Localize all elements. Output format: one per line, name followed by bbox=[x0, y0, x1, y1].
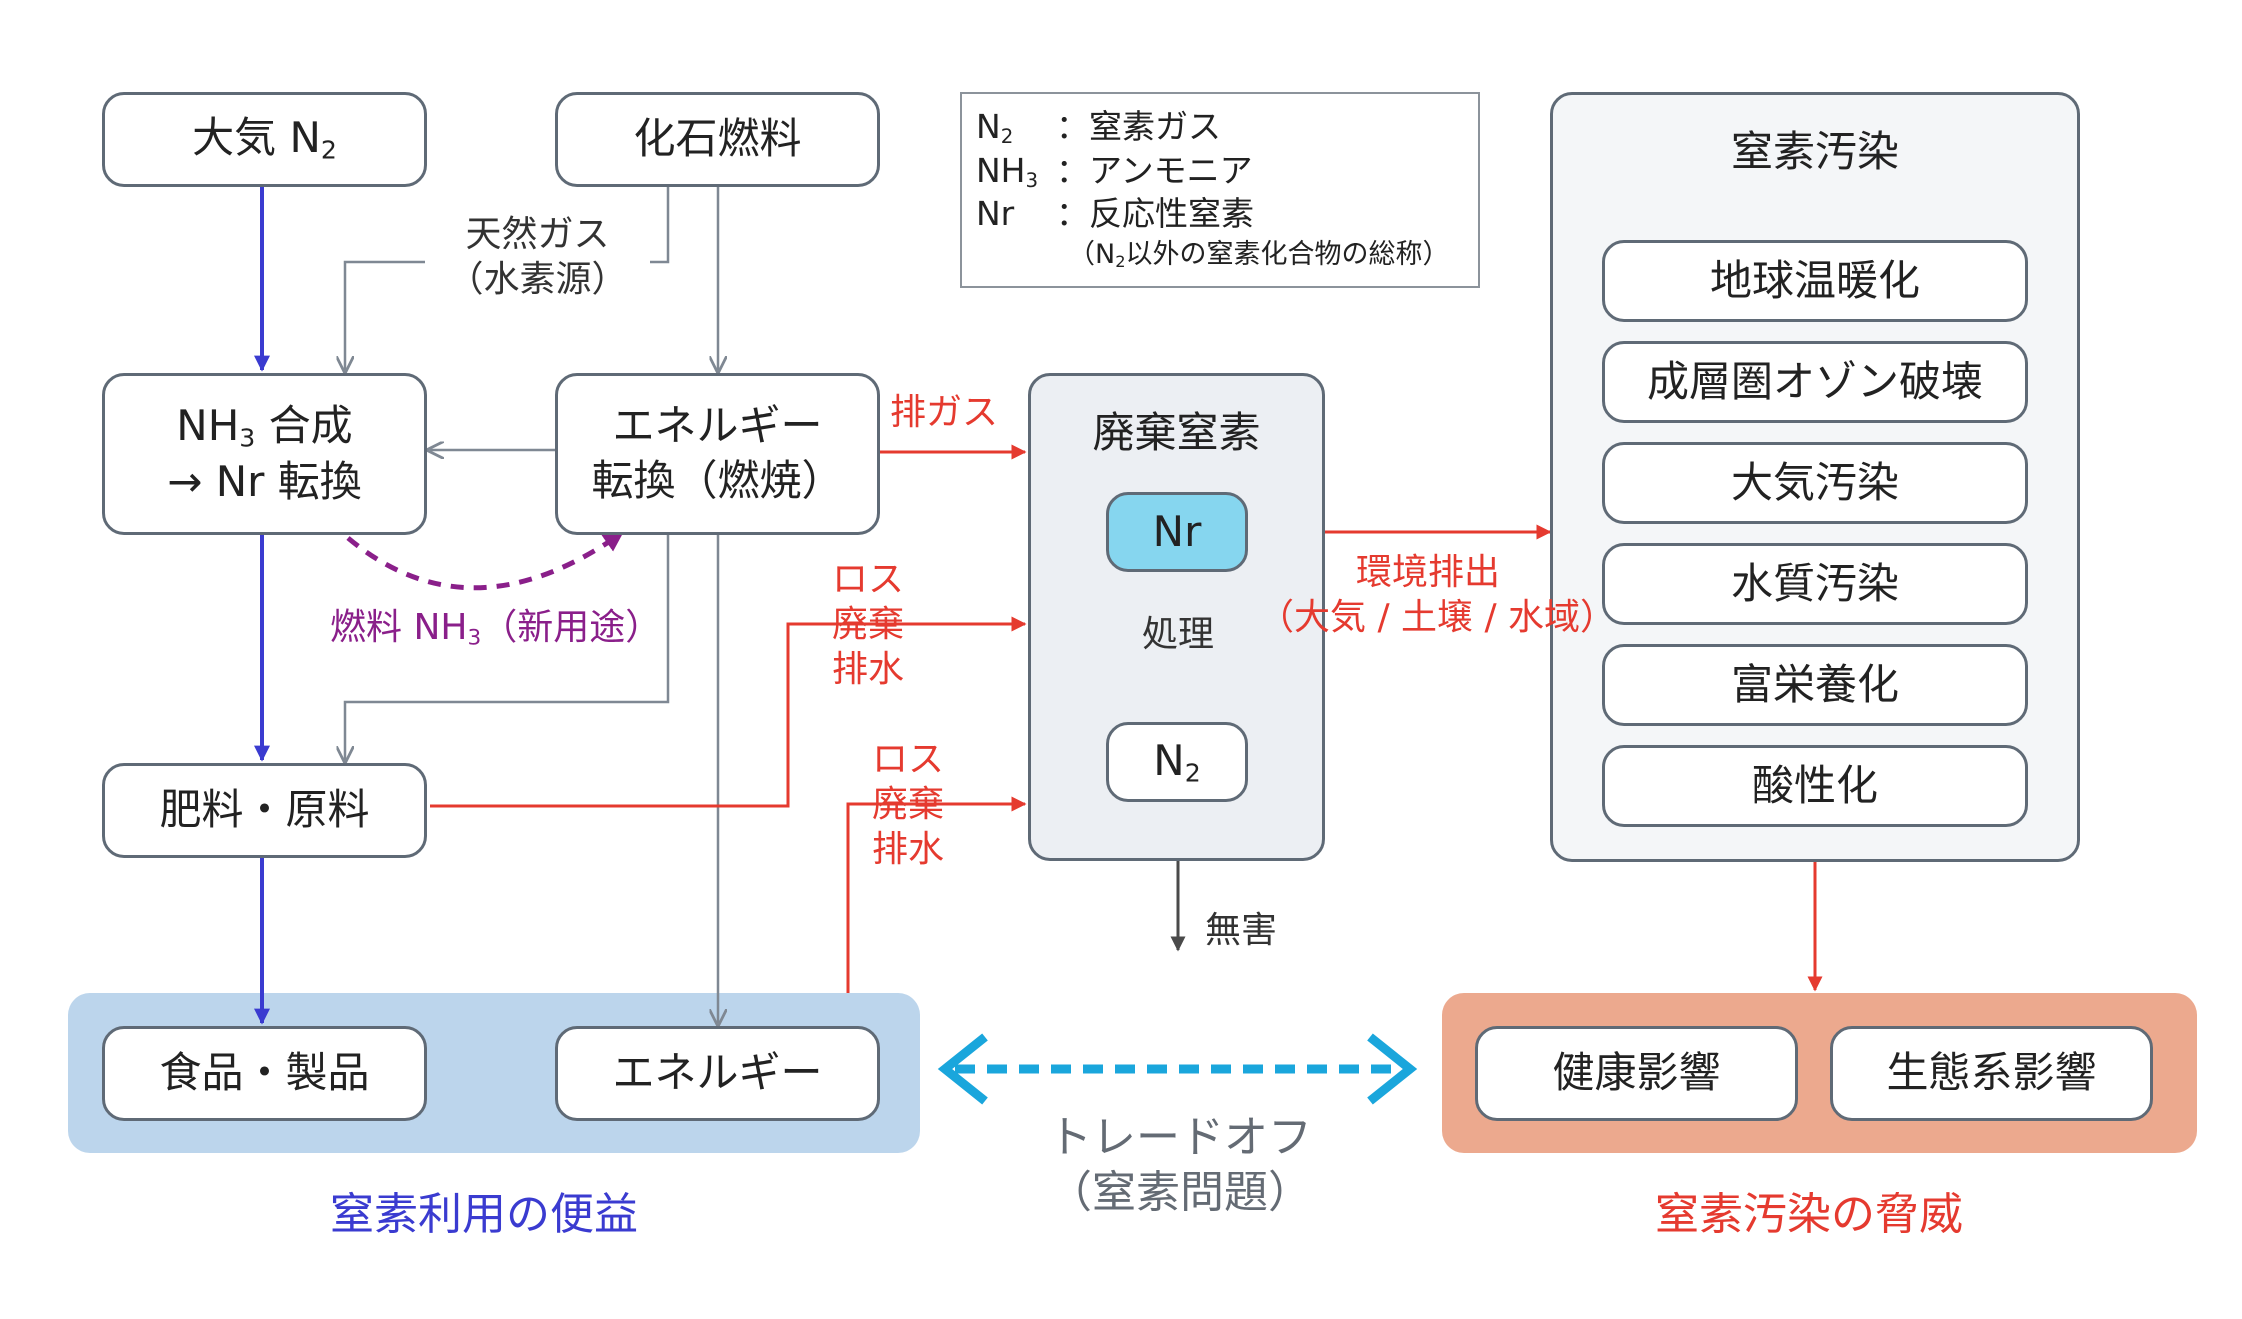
n2-sub: 2 bbox=[1184, 758, 1201, 788]
legend-row-nr: Nr ：反応性窒素 bbox=[976, 193, 1464, 237]
env-emission-line1: 環境排出 bbox=[1355, 552, 1500, 593]
legend-key: NH bbox=[976, 150, 1026, 190]
drainage-label: 排水 bbox=[872, 829, 945, 870]
pollution-item-eutrophication: 富栄養化 bbox=[1602, 644, 2028, 726]
legend-note-sub: 2 bbox=[1115, 252, 1126, 272]
energy-product-label: エネルギー bbox=[612, 1048, 823, 1098]
arrow-fuel-nh3 bbox=[346, 530, 624, 591]
waste-label: 廃棄 bbox=[832, 604, 905, 645]
arrow-fertilizer-loss bbox=[430, 616, 1027, 808]
waste-label: 廃棄 bbox=[872, 784, 945, 825]
threat-caption: 窒素汚染の脅威 bbox=[1655, 1189, 1963, 1240]
fuel-nh3-sub: 3 bbox=[467, 625, 482, 651]
health-impact-label: 健康影響 bbox=[1552, 1048, 1721, 1098]
ecosystem-impact-label: 生態系影響 bbox=[1886, 1048, 2097, 1098]
n2-box: N2 bbox=[1106, 722, 1248, 802]
tradeoff-label: トレードオフ （窒素問題） bbox=[1030, 1110, 1330, 1220]
arrow-energy-to-fertilizer bbox=[345, 535, 670, 760]
legend-note-pre: （N bbox=[1068, 239, 1116, 271]
pollution-item-label: 酸性化 bbox=[1751, 760, 1878, 810]
natural-gas-line1: 天然ガス bbox=[465, 214, 610, 255]
legend-value: ：窒素ガス bbox=[1056, 107, 1221, 146]
pollution-item-label: 大気汚染 bbox=[1730, 457, 1899, 507]
nh3-synthesis-box: NH3 合成 → Nr 転換 bbox=[102, 373, 427, 535]
harmless-label: 無害 bbox=[1205, 910, 1278, 951]
legend-note-post: 以外の窒素化合物の総称） bbox=[1125, 239, 1450, 271]
food-products-label: 食品・製品 bbox=[159, 1048, 370, 1098]
nr-label: Nr bbox=[1152, 506, 1202, 556]
pollution-item-label: 富栄養化 bbox=[1730, 659, 1899, 709]
tradeoff-arrowhead-left bbox=[937, 1033, 988, 1105]
legend-row-nh3: NH3 ：アンモニア bbox=[976, 150, 1464, 194]
energy-conversion-line1: エネルギー bbox=[612, 401, 823, 451]
energy-product-box: エネルギー bbox=[555, 1026, 880, 1121]
waste-nitrogen-title: 廃棄窒素 bbox=[1092, 408, 1261, 457]
nh3-synthesis-line2: → Nr 転換 bbox=[167, 456, 362, 506]
fertilizer-box: 肥料・原料 bbox=[102, 763, 427, 858]
n2-label: N bbox=[1153, 735, 1185, 785]
legend-key: N bbox=[976, 107, 1001, 146]
pollution-item-acidification: 酸性化 bbox=[1602, 745, 2028, 827]
pollution-item-air-pollution: 大気汚染 bbox=[1602, 442, 2028, 524]
arrow-energy-loss bbox=[846, 796, 1027, 993]
energy-conversion-box: エネルギー 転換（燃焼） bbox=[555, 373, 880, 535]
atmospheric-n2-sub: 2 bbox=[320, 135, 337, 165]
natural-gas-line2: （水素源） bbox=[447, 259, 628, 300]
pollution-item-global-warming: 地球温暖化 bbox=[1602, 240, 2028, 322]
env-emission-line2: （大気 / 土壌 / 水域） bbox=[1258, 597, 1617, 638]
legend-value: ：反応性窒素 bbox=[1056, 194, 1254, 234]
legend-key-sub: 3 bbox=[1025, 168, 1039, 192]
energy-conversion-line2: 転換（燃焼） bbox=[591, 456, 844, 505]
legend-row-n2: N2 ：窒素ガス bbox=[976, 106, 1464, 150]
loss-waste-label-2: ロス 廃棄 排水 bbox=[872, 737, 944, 872]
loss-waste-label-1: ロス 廃棄 排水 bbox=[832, 557, 904, 692]
legend-box: N2：窒素ガス NH3：アンモニア Nr：反応性窒素 （N2以外の窒素化合物の総… bbox=[960, 92, 1480, 288]
legend-note: （N2以外の窒素化合物の総称） bbox=[976, 237, 1464, 272]
nitrogen-pollution-title: 窒素汚染 bbox=[1730, 127, 1899, 176]
exhaust-gas-label: 排ガス bbox=[890, 392, 999, 433]
nh3-synthesis-line1-post: 合成 bbox=[255, 400, 353, 450]
tradeoff-line2: （窒素問題） bbox=[1048, 1167, 1312, 1218]
drainage-label: 排水 bbox=[832, 649, 905, 690]
env-emission-label: 環境排出 （大気 / 土壌 / 水域） bbox=[1258, 550, 1617, 640]
legend-key-sub: 2 bbox=[1000, 124, 1014, 148]
fertilizer-label: 肥料・原料 bbox=[159, 785, 370, 835]
pollution-item-ozone-depletion: 成層圏オゾン破壊 bbox=[1602, 341, 2028, 423]
natural-gas-label: 天然ガス （水素源） bbox=[425, 212, 650, 302]
legend-key: Nr bbox=[976, 194, 1015, 234]
fossil-fuel-label: 化石燃料 bbox=[633, 114, 802, 164]
nr-box: Nr bbox=[1106, 492, 1248, 572]
nh3-synthesis-line1-sub: 3 bbox=[239, 422, 256, 452]
pollution-item-label: 水質汚染 bbox=[1730, 558, 1899, 608]
food-products-box: 食品・製品 bbox=[102, 1026, 427, 1121]
fuel-nh3-pre: 燃料 NH bbox=[330, 607, 468, 648]
tradeoff-arrowhead-right bbox=[1367, 1033, 1418, 1105]
ecosystem-impact-box: 生態系影響 bbox=[1830, 1026, 2153, 1121]
health-impact-box: 健康影響 bbox=[1475, 1026, 1798, 1121]
fossil-fuel-box: 化石燃料 bbox=[555, 92, 880, 187]
pollution-item-label: 地球温暖化 bbox=[1709, 255, 1920, 305]
legend-value: ：アンモニア bbox=[1056, 150, 1253, 190]
loss-label: ロス bbox=[872, 739, 945, 780]
pollution-item-label: 成層圏オゾン破壊 bbox=[1646, 356, 1983, 406]
benefit-caption: 窒素利用の便益 bbox=[330, 1189, 638, 1240]
fuel-nh3-post: （新用途） bbox=[481, 607, 662, 648]
fuel-nh3-label: 燃料 NH3（新用途） bbox=[330, 605, 661, 652]
pollution-item-water-pollution: 水質汚染 bbox=[1602, 543, 2028, 625]
loss-label: ロス bbox=[832, 559, 905, 600]
nh3-synthesis-line1-pre: NH bbox=[176, 400, 240, 450]
treatment-label: 処理 bbox=[1128, 612, 1228, 657]
tradeoff-line1: トレードオフ bbox=[1048, 1112, 1312, 1163]
atmospheric-n2-label: 大気 N bbox=[192, 113, 321, 163]
atmospheric-n2-box: 大気 N2 bbox=[102, 92, 427, 187]
